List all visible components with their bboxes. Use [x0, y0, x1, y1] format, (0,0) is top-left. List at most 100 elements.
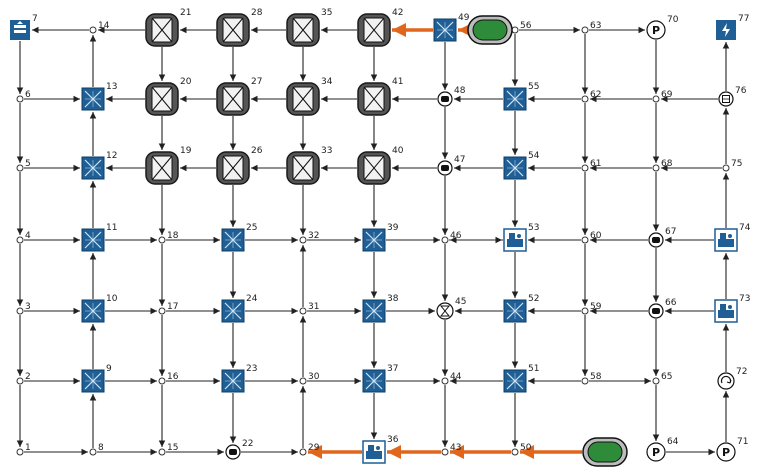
node-label: 6: [25, 90, 31, 100]
node-16-point[interactable]: 16: [158, 372, 179, 385]
node-12-cross-station[interactable]: 12: [81, 151, 117, 180]
node-53-machine-station[interactable]: 53: [503, 223, 539, 252]
node-72-recycle[interactable]: 72: [717, 367, 747, 390]
node-64-park[interactable]: P64: [646, 437, 679, 462]
shelf-icon: [357, 82, 391, 116]
node-65-point[interactable]: 65: [652, 372, 672, 385]
node-71-park[interactable]: P 71: [716, 437, 748, 462]
waypoint-icon: [441, 236, 449, 244]
node-label: 53: [528, 223, 539, 233]
node-32-point[interactable]: 32: [299, 231, 319, 244]
node-23-cross-station[interactable]: 23: [221, 364, 257, 393]
node-46-point[interactable]: 46: [441, 231, 462, 244]
node-56-point[interactable]: 56: [511, 21, 532, 34]
node-30-point[interactable]: 30: [299, 372, 320, 385]
sensor-icon: [648, 303, 664, 319]
node-20-shelf[interactable]: 20: [145, 77, 192, 116]
node-9-cross-station[interactable]: 9: [81, 364, 112, 393]
node-62-point[interactable]: 62: [581, 90, 601, 103]
charger-icon: [467, 15, 513, 45]
node-5-point[interactable]: 5: [16, 159, 31, 172]
node-40-shelf[interactable]: 40: [357, 146, 404, 185]
node-18-point[interactable]: 18: [158, 231, 179, 244]
node-43-point[interactable]: 43: [441, 443, 461, 456]
node-59-point[interactable]: 59: [581, 302, 602, 315]
cross-station-icon: [81, 369, 105, 393]
node-2-point[interactable]: 2: [16, 372, 31, 385]
node-49-cross-station[interactable]: 49: [433, 13, 470, 42]
node-50-point[interactable]: 50: [511, 443, 532, 456]
node-3-point[interactable]: 3: [16, 302, 31, 315]
node-25-cross-station[interactable]: 25: [221, 223, 257, 252]
node-68-point[interactable]: 68: [652, 159, 673, 172]
node-24-cross-station[interactable]: 24: [221, 294, 258, 323]
node-27-shelf[interactable]: 27: [216, 77, 262, 116]
node-74-machine-station[interactable]: 74: [714, 223, 751, 252]
node-63-point[interactable]: 63: [581, 21, 601, 34]
node-22-sensor[interactable]: 22: [225, 439, 253, 460]
sensor-icon: [648, 232, 664, 248]
node-label: 21: [180, 8, 191, 18]
node-29-point[interactable]: 29: [299, 443, 320, 456]
machine-station-icon: [714, 299, 738, 323]
node-26-shelf[interactable]: 26: [216, 146, 263, 185]
node-17-point[interactable]: 17: [158, 302, 178, 315]
node-66-sensor[interactable]: 66: [648, 298, 677, 319]
node-label: 72: [736, 367, 747, 377]
node-13-cross-station[interactable]: 13: [81, 82, 117, 111]
node-35-shelf[interactable]: 35: [286, 8, 332, 47]
node-10-cross-station[interactable]: 10: [81, 294, 118, 323]
node-70-park[interactable]: P70: [646, 15, 679, 40]
node-4-point[interactable]: 4: [16, 231, 31, 244]
node-19-shelf[interactable]: 19: [145, 146, 192, 185]
waypoint-icon: [652, 164, 660, 172]
node-charger-top-charger[interactable]: [467, 15, 513, 45]
node-45-hourglass[interactable]: 45: [436, 297, 466, 320]
node-label: 71: [737, 437, 748, 447]
node-15-point[interactable]: 15: [158, 443, 178, 456]
node-39-cross-station[interactable]: 39: [362, 223, 399, 252]
node-1-point[interactable]: 1: [16, 443, 31, 456]
node-54-cross-station[interactable]: 54: [503, 151, 540, 180]
svg-text:P: P: [722, 446, 730, 459]
node-37-cross-station[interactable]: 37: [362, 364, 398, 393]
node-76-box[interactable]: 76: [718, 86, 747, 107]
node-60-point[interactable]: 60: [581, 231, 602, 244]
node-75-point[interactable]: 75: [722, 159, 742, 172]
node-charger-bottom-charger[interactable]: [582, 437, 628, 467]
node-73-machine-station[interactable]: 73: [714, 294, 750, 323]
node-44-point[interactable]: 44: [441, 372, 462, 385]
node-31-point[interactable]: 31: [299, 302, 319, 315]
shelf-icon: [145, 82, 179, 116]
shelf-icon: [357, 151, 391, 185]
node-77-charge-station[interactable]: 77: [716, 14, 749, 40]
node-41-shelf[interactable]: 41: [357, 77, 403, 116]
node-7-stack-icon[interactable]: 7: [10, 14, 38, 40]
node-21-shelf[interactable]: 21: [145, 8, 191, 47]
node-6-point[interactable]: 6: [16, 90, 31, 103]
node-11-cross-station[interactable]: 11: [81, 223, 117, 252]
node-48-sensor[interactable]: 48: [437, 86, 466, 107]
node-47-sensor[interactable]: 47: [437, 155, 465, 176]
node-label: 10: [106, 294, 118, 304]
node-8-point[interactable]: 8: [89, 443, 104, 456]
node-14-point[interactable]: 14: [89, 21, 110, 34]
waypoint-icon: [16, 236, 24, 244]
node-label: 37: [387, 364, 398, 374]
node-67-sensor[interactable]: 67: [648, 227, 676, 248]
node-36-machine-station[interactable]: 36: [362, 435, 399, 464]
node-28-shelf[interactable]: 28: [216, 8, 263, 47]
waypoint-icon: [89, 26, 97, 34]
node-label: 64: [667, 437, 679, 447]
node-51-cross-station[interactable]: 51: [503, 364, 539, 393]
node-33-shelf[interactable]: 33: [286, 146, 332, 185]
node-58-point[interactable]: 58: [581, 372, 602, 385]
node-61-point[interactable]: 61: [581, 159, 601, 172]
node-42-shelf[interactable]: 42: [357, 8, 403, 47]
node-38-cross-station[interactable]: 38: [362, 294, 399, 323]
node-52-cross-station[interactable]: 52: [503, 294, 539, 323]
node-label: 7: [32, 14, 38, 24]
node-69-point[interactable]: 69: [652, 90, 673, 103]
node-34-shelf[interactable]: 34: [286, 77, 333, 116]
node-55-cross-station[interactable]: 55: [503, 82, 539, 111]
